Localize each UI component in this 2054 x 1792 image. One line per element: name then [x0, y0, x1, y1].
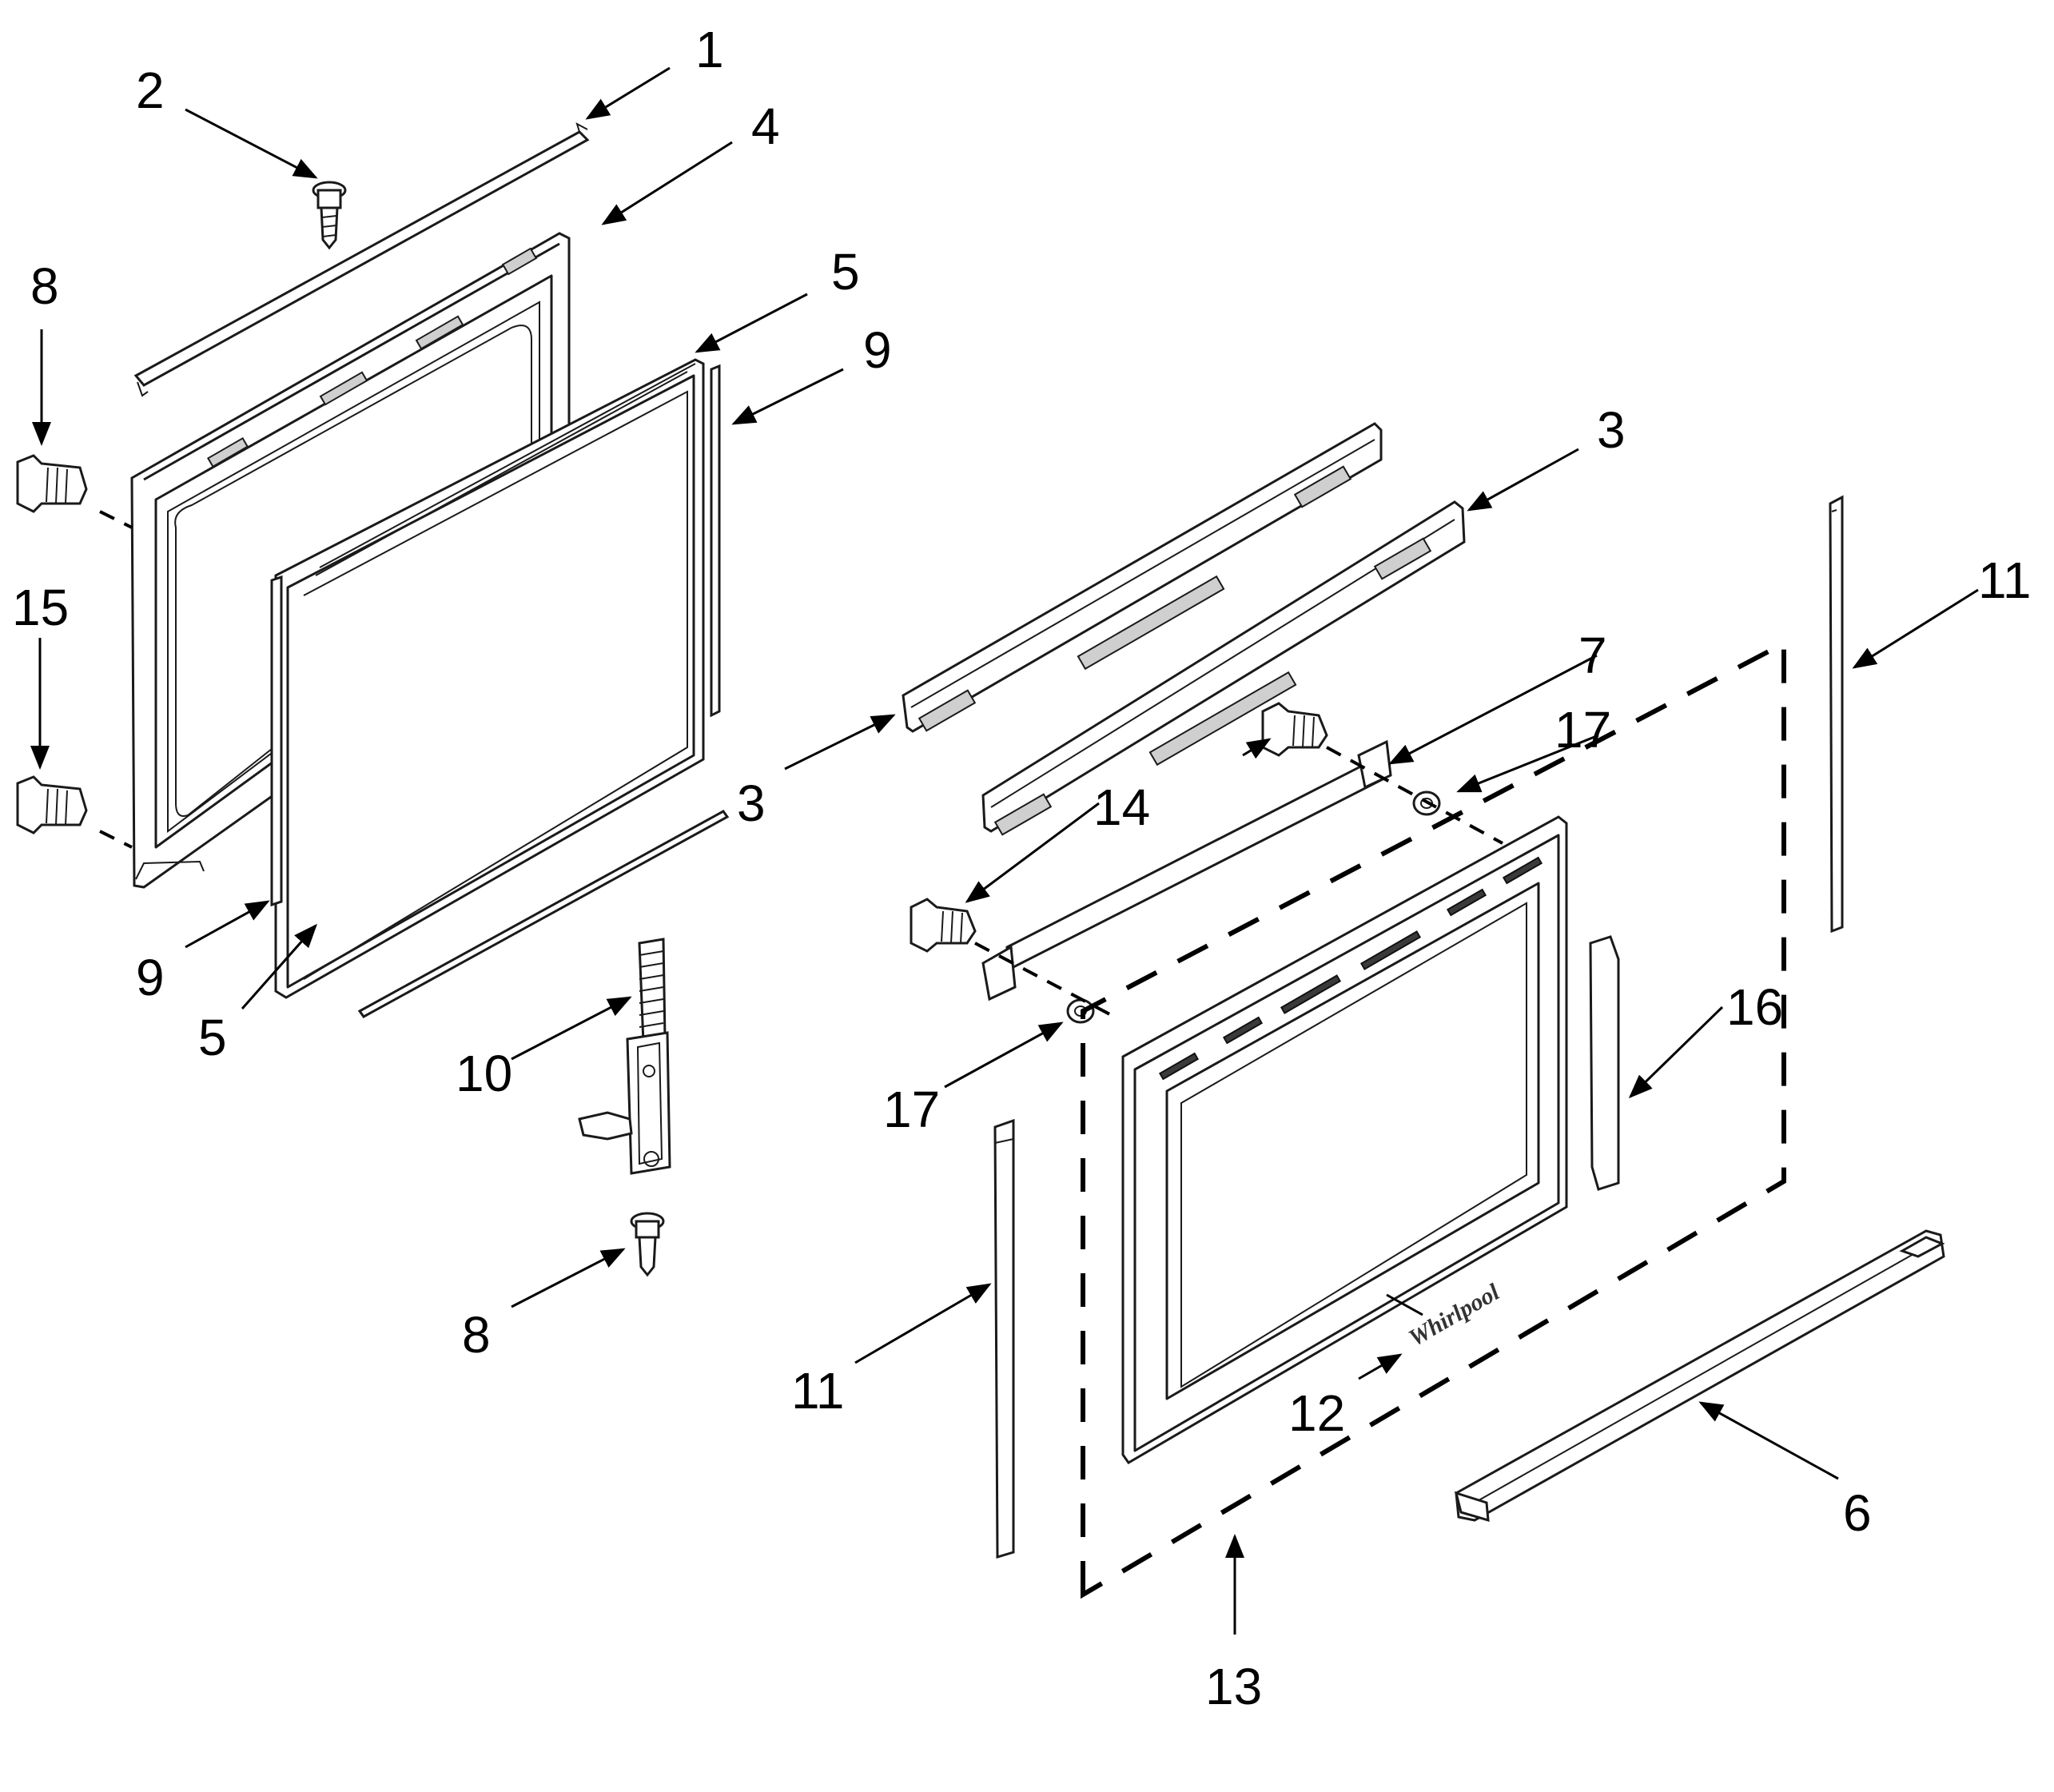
- callout-11-right: 11: [1978, 552, 2031, 609]
- callout-8-bottom: 8: [462, 1306, 491, 1364]
- callout-14: 14: [1093, 779, 1150, 836]
- callout-4: 4: [751, 98, 780, 155]
- screw-icon: [910, 898, 977, 953]
- callout-2: 2: [136, 62, 165, 119]
- door-channel-upper: [902, 422, 1383, 733]
- door-spacer: [1589, 935, 1620, 1191]
- glass-side-strip-left: [270, 575, 283, 907]
- callout-15: 15: [12, 579, 69, 636]
- callout-3-right: 3: [1597, 401, 1626, 459]
- door-handle: [1454, 1229, 1945, 1523]
- callout-17-bottom: 17: [883, 1081, 940, 1138]
- top-trim-strip: [133, 121, 590, 397]
- callout-9-bottom: 9: [136, 949, 165, 1006]
- side-trim-right: [1829, 495, 1844, 934]
- outer-door-panel: Whirlpool: [1121, 815, 1568, 1464]
- door-hinge: [578, 938, 671, 1175]
- callout-7: 7: [1578, 627, 1607, 684]
- door-channel-lower: [981, 500, 1466, 836]
- callout-16: 16: [1726, 978, 1783, 1036]
- callout-6: 6: [1843, 1484, 1872, 1542]
- screw-icon: [630, 1212, 665, 1277]
- callout-17-top: 17: [1554, 701, 1611, 759]
- callout-3-left: 3: [737, 775, 766, 832]
- callout-5-bottom: 5: [198, 1009, 227, 1066]
- callout-13: 13: [1205, 1658, 1262, 1715]
- callout-8-top: 8: [30, 257, 59, 315]
- callout-12: 12: [1288, 1384, 1345, 1442]
- callout-5-top: 5: [831, 243, 860, 301]
- callout-10: 10: [456, 1045, 512, 1102]
- screw-icon: [312, 181, 347, 250]
- screw-icon: [16, 454, 88, 513]
- screw-icon: [16, 775, 88, 834]
- door-glass-panel: [274, 358, 730, 1018]
- callout-11-left: 11: [791, 1362, 844, 1420]
- screw-icon: [1261, 702, 1328, 757]
- callout-1: 1: [695, 21, 724, 78]
- side-trim-left: [993, 1118, 1015, 1559]
- callout-labels: 1 2 4 5 9 8 15 9 5 10 8 3 3 7 17 14 17 1…: [12, 21, 2031, 1715]
- glass-side-strip-right: [710, 364, 721, 718]
- callout-9-top: 9: [863, 321, 892, 379]
- leader-lines: [30, 66, 1979, 1635]
